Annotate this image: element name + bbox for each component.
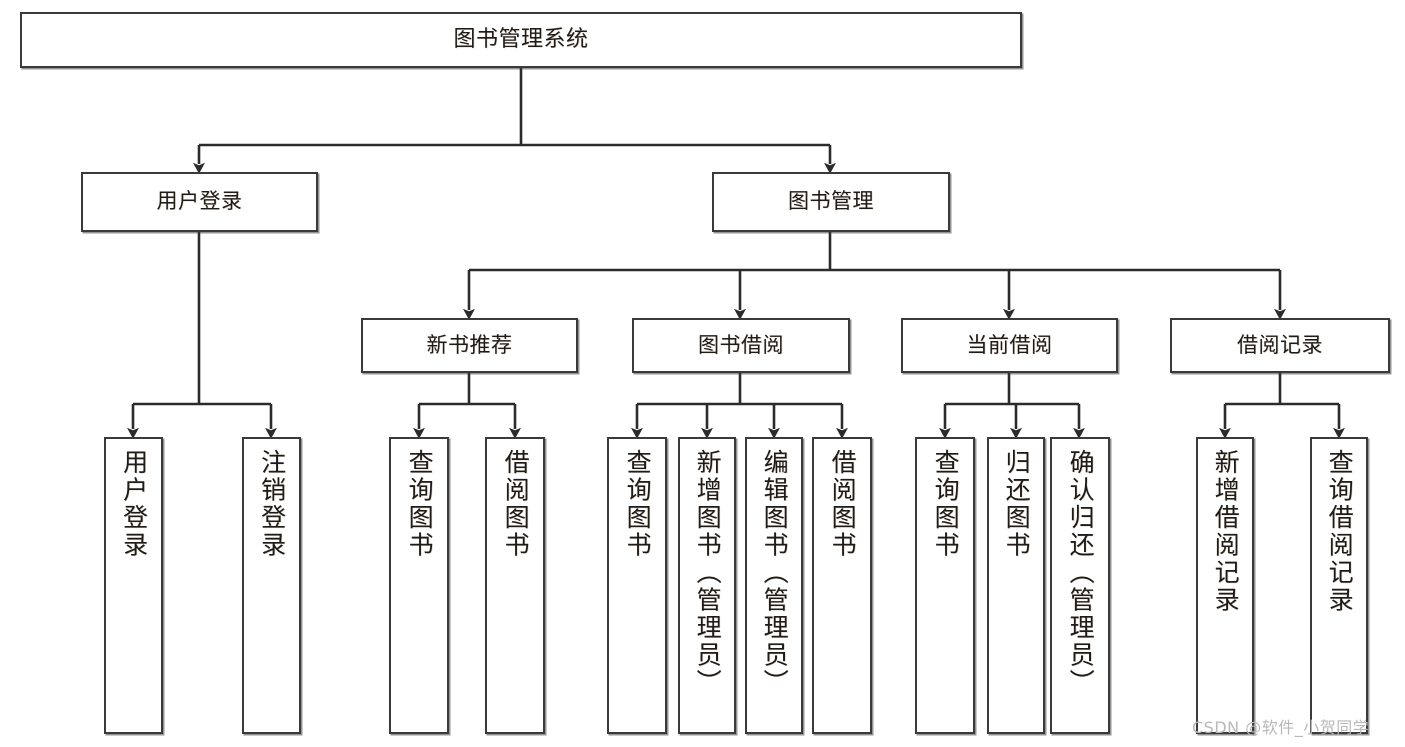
node-label: 查询图书 xyxy=(405,449,435,559)
leaf-borrow-edit-book-admin[interactable]: 编辑图书（管理员） xyxy=(745,437,803,734)
leaf-current-confirm-return-admin[interactable]: 确认归还（管理员） xyxy=(1050,437,1110,734)
node-label: 新增借阅记录 xyxy=(1211,449,1241,614)
node-book-borrow[interactable]: 图书借阅 xyxy=(632,318,850,373)
leaf-borrow-borrow-book[interactable]: 借阅图书 xyxy=(812,437,872,734)
leaf-new-book-query[interactable]: 查询图书 xyxy=(389,437,449,734)
node-label: 编辑图书（管理员） xyxy=(760,449,790,697)
node-label: 归还图书 xyxy=(1002,449,1032,559)
leaf-new-book-borrow[interactable]: 借阅图书 xyxy=(485,437,545,734)
node-new-book-recommend[interactable]: 新书推荐 xyxy=(361,318,578,373)
node-borrow-record[interactable]: 借阅记录 xyxy=(1170,318,1390,373)
node-label: 借阅图书 xyxy=(828,449,858,559)
leaf-current-query-book[interactable]: 查询图书 xyxy=(915,437,975,734)
node-label: 图书借阅 xyxy=(698,332,784,357)
node-label: 借阅记录 xyxy=(1237,332,1323,357)
leaf-user-login[interactable]: 用户登录 xyxy=(104,437,163,734)
node-label: 图书管理 xyxy=(788,189,874,214)
node-root-system[interactable]: 图书管理系统 xyxy=(20,12,1022,68)
node-label: 当前借阅 xyxy=(966,332,1053,357)
node-label: 新书推荐 xyxy=(426,332,513,357)
node-current-borrow[interactable]: 当前借阅 xyxy=(901,318,1118,373)
node-label: 查询借阅记录 xyxy=(1325,449,1355,614)
leaf-record-query[interactable]: 查询借阅记录 xyxy=(1310,437,1368,734)
node-label: 确认归还（管理员） xyxy=(1066,449,1096,697)
leaf-current-return-book[interactable]: 归还图书 xyxy=(987,437,1045,734)
node-label: 查询图书 xyxy=(931,449,961,559)
leaf-user-logout[interactable]: 注销登录 xyxy=(242,437,301,734)
node-label: 用户登录 xyxy=(156,189,243,214)
leaf-borrow-query-book[interactable]: 查询图书 xyxy=(607,437,667,734)
node-user-login[interactable]: 用户登录 xyxy=(81,172,318,232)
node-label: 注销登录 xyxy=(257,449,287,559)
node-label: 新增图书（管理员） xyxy=(693,449,723,697)
leaf-borrow-add-book-admin[interactable]: 新增图书（管理员） xyxy=(678,437,736,734)
leaf-record-add[interactable]: 新增借阅记录 xyxy=(1196,437,1254,734)
node-label: 查询图书 xyxy=(623,449,653,559)
node-label: 图书管理系统 xyxy=(453,26,589,52)
node-book-management[interactable]: 图书管理 xyxy=(712,172,950,232)
node-label: 用户登录 xyxy=(119,449,149,559)
node-label: 借阅图书 xyxy=(501,449,531,559)
